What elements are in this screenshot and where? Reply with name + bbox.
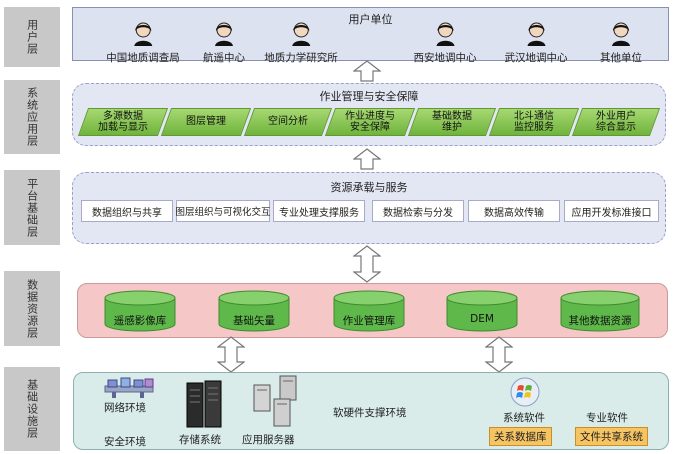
- platform-layer-title: 资源承载与服务: [330, 181, 408, 194]
- database-label: 作业管理库: [342, 315, 396, 327]
- app-module: 北斗通信 监控服务: [494, 108, 574, 136]
- app-module: 图层管理: [166, 108, 246, 136]
- user-unit: 地质力学研究所: [264, 22, 338, 65]
- app-module: 空间分析: [249, 108, 327, 136]
- database-label: 基础矢量: [233, 315, 275, 327]
- infrastructure-layer-panel: [73, 372, 669, 450]
- person-icon: [436, 22, 454, 46]
- network-environment-label: 网络环境: [104, 402, 146, 414]
- app-module: 多源数据 加载与显示: [83, 108, 163, 136]
- storage-system-label: 存储系统: [179, 434, 221, 446]
- double-arrow: [353, 245, 381, 283]
- application-layer-title: 作业管理与安全保障: [319, 90, 419, 103]
- database-cylinder: DEM: [446, 290, 518, 332]
- user-layer-panel: 用户单位 中国地质调查局 航遥中心 地质力学研究所 西安地调中心 武汉地调中心 …: [72, 7, 669, 64]
- service-item: 图层组织与可视化交互: [176, 200, 271, 222]
- professional-software-label: 专业软件: [586, 412, 628, 424]
- file-sharing-system-tag: 文件共享系统: [575, 427, 648, 446]
- database-label: 其他数据资源: [568, 315, 632, 327]
- double-arrow: [217, 336, 245, 373]
- person-icon: [134, 22, 152, 46]
- service-item: 专业处理支撑服务: [273, 200, 365, 222]
- user-unit-label: 其他单位: [600, 52, 642, 64]
- database-cylinder: 基础矢量: [218, 290, 290, 332]
- layer-label-application: 系统应用层: [4, 80, 60, 154]
- app-module: 基础数据 维护: [413, 108, 491, 136]
- service-item: 数据检索与分发: [372, 200, 464, 222]
- user-unit: 中国地质调查局: [106, 22, 180, 65]
- person-icon: [215, 22, 233, 46]
- network-icon: [104, 377, 154, 398]
- service-item: 数据高效传输: [468, 200, 560, 222]
- person-icon: [527, 22, 545, 46]
- server-rack-icon: [186, 380, 222, 428]
- database-cylinder: 遥感影像库: [104, 290, 176, 332]
- layer-label-infrastructure: 基础设施层: [4, 367, 60, 451]
- support-environment-label: 软硬件支撑环境: [333, 407, 407, 419]
- app-module: 外业用户 综合显示: [577, 108, 655, 136]
- up-arrow: [353, 60, 381, 82]
- user-unit-label: 武汉地调中心: [504, 52, 568, 64]
- windows-logo-icon: [510, 377, 540, 407]
- user-unit: 武汉地调中心: [505, 22, 568, 65]
- server-tower-icon: [253, 375, 297, 427]
- user-unit-label: 地质力学研究所: [264, 52, 338, 64]
- database-label: DEM: [470, 313, 494, 325]
- person-icon: [292, 22, 310, 46]
- user-unit: 其他单位: [600, 22, 642, 65]
- service-item: 数据组织与共享: [81, 200, 173, 222]
- application-server-label: 应用服务器: [242, 434, 295, 446]
- application-items: 多源数据 加载与显示 图层管理 空间分析 作业进度与 安全保障 基础数据 维护 …: [80, 108, 660, 136]
- person-icon: [612, 22, 630, 46]
- app-module: 作业进度与 安全保障: [330, 108, 410, 136]
- security-environment-label: 安全环境: [104, 436, 146, 448]
- database-cylinder: 作业管理库: [333, 290, 405, 332]
- layer-label-data: 数据资源层: [4, 271, 60, 346]
- user-unit-label: 中国地质调查局: [106, 52, 180, 64]
- double-arrow: [485, 336, 513, 373]
- database-label: 遥感影像库: [113, 315, 167, 327]
- layer-label-user: 用户层: [4, 7, 60, 67]
- user-layer-title: 用户单位: [348, 13, 393, 26]
- user-unit-label: 西安地调中心: [413, 52, 477, 64]
- database-cylinder: 其他数据资源: [560, 290, 640, 332]
- relational-database-tag: 关系数据库: [489, 427, 552, 446]
- up-arrow: [353, 148, 381, 170]
- user-unit-label: 航遥中心: [203, 52, 245, 64]
- user-unit: 航遥中心: [203, 22, 245, 65]
- service-item: 应用开发标准接口: [564, 200, 659, 222]
- system-software-label: 系统软件: [503, 412, 545, 424]
- user-unit: 西安地调中心: [414, 22, 477, 65]
- layer-label-platform: 平台基础层: [4, 170, 60, 245]
